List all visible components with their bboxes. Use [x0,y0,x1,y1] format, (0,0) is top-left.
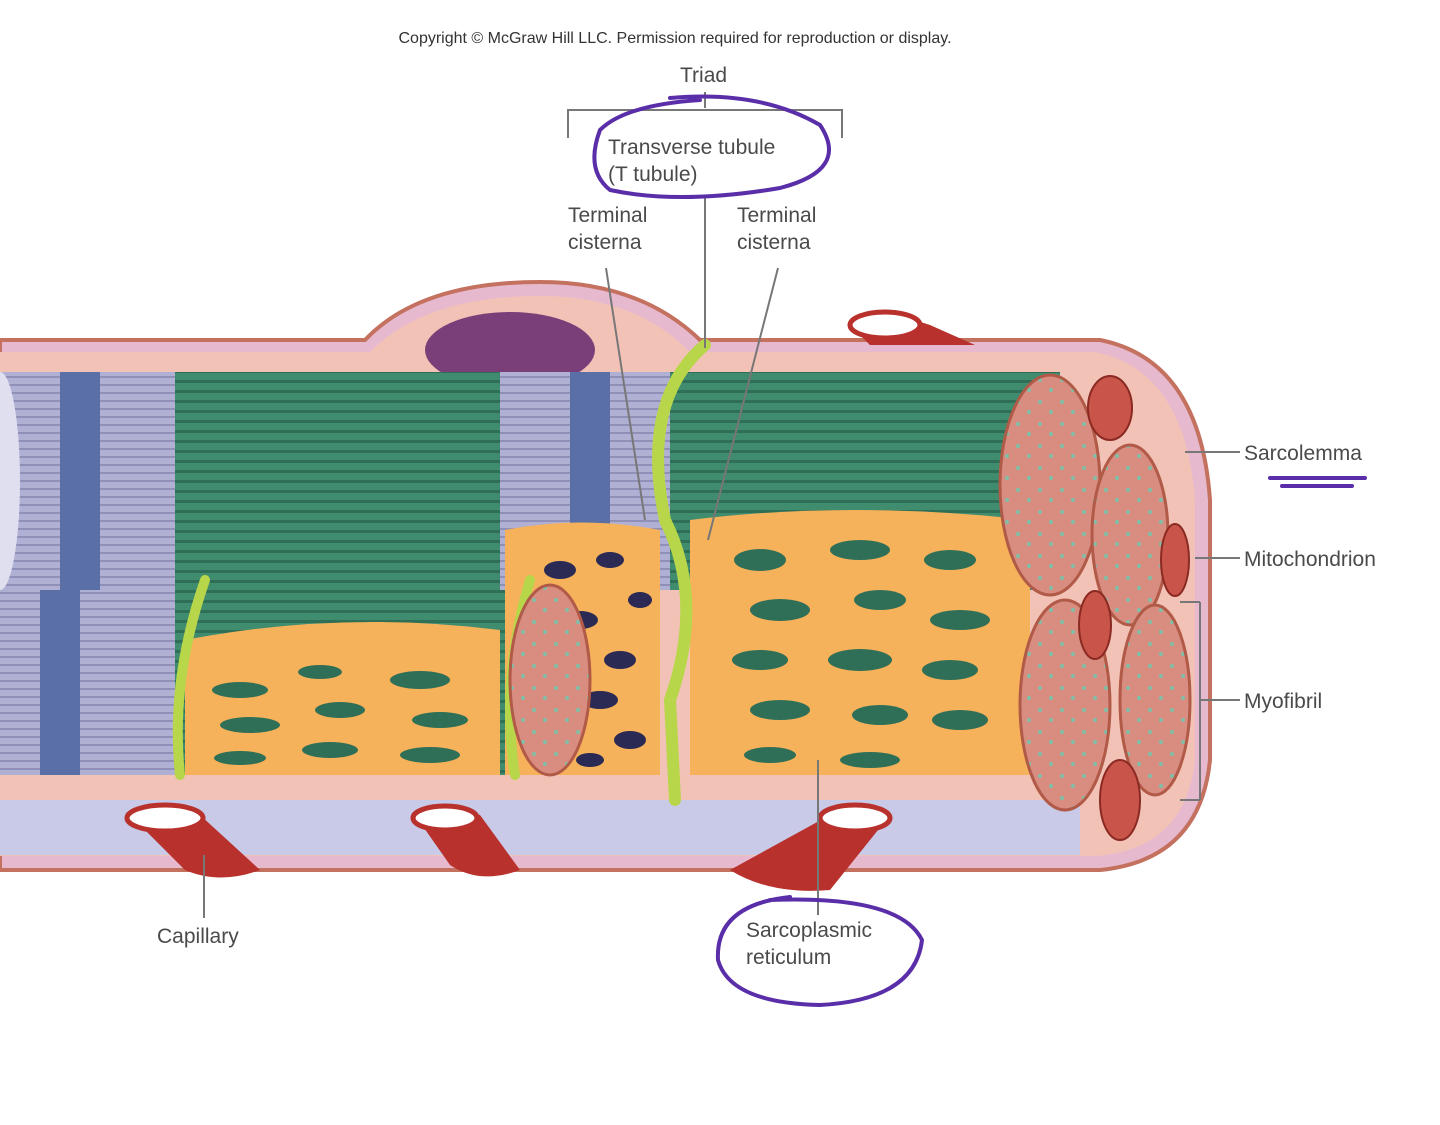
sarcolemma-label: Sarcolemma [1244,442,1362,465]
mitochondrion-label: Mitochondrion [1244,548,1376,571]
t-tubule-label: Transverse tubule (T tubule) [608,136,776,186]
sarcolemma-underline [1268,476,1367,488]
ink-annotations [592,94,1367,1008]
t-tubule-circle [592,94,831,199]
myofibril-label: Myofibril [1244,690,1323,713]
copyright-notice: Copyright © McGraw Hill LLC. Permission … [398,30,952,47]
nucleus [425,312,595,388]
triad-label: Triad [680,64,728,87]
sr-network-right [690,510,1030,775]
sr-circle [715,895,925,1008]
terminal-cisterna-left-label: Terminal cisterna [568,204,648,254]
sarcoplasmic-reticulum-label: Sarcoplasmic reticulum [746,919,873,969]
cross-section [508,373,1192,841]
capillaries [124,309,975,891]
capillary-label: Capillary [157,925,239,948]
sr-network-left [185,622,500,775]
terminal-cisterna-right-label: Terminal cisterna [737,204,817,254]
